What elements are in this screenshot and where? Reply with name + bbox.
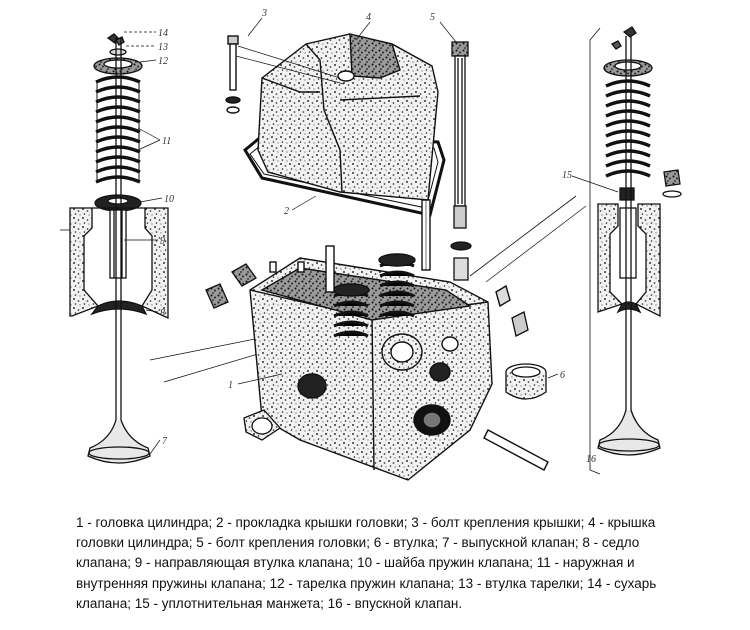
head-bolt	[439, 21, 577, 281]
callout-6: 6	[560, 370, 565, 381]
callout-12: 12	[158, 56, 168, 67]
callout-1: 1	[228, 380, 233, 391]
callout-3: 3	[261, 8, 267, 19]
callout-4: 4	[366, 12, 371, 23]
intake-valve	[597, 36, 661, 456]
callout-15: 15	[562, 170, 572, 181]
callout-10: 10	[164, 194, 174, 205]
right-valve-assembly	[485, 26, 682, 475]
callout-5: 5	[430, 12, 435, 23]
bushing	[505, 363, 559, 400]
callout-13: 13	[158, 42, 168, 53]
callout-16: 16	[586, 454, 596, 465]
cylinder-head	[249, 199, 549, 481]
left-valve-assembly	[60, 31, 306, 464]
exhaust-valve	[87, 38, 151, 464]
callout-labels: 14 13 12 11 10 9 8 7 3 4 5 2 1 6 15 16	[158, 8, 596, 465]
head-valve-springs	[333, 260, 415, 338]
callout-7: 7	[162, 436, 168, 447]
exploded-view-diagram: 14 13 12 11 10 9 8 7 3 4 5 2 1 6 15 16	[60, 8, 682, 481]
parts-legend-caption: 1 - головка цилиндра; 2 - прокладка крыш…	[76, 515, 657, 611]
left-valve-springs	[95, 75, 141, 184]
callout-11: 11	[162, 136, 171, 147]
cylinder-head-cover	[225, 17, 446, 217]
right-valve-springs	[605, 79, 651, 178]
callout-14: 14	[158, 28, 168, 39]
plugs	[205, 263, 529, 441]
cover-bolt	[225, 35, 241, 114]
callout-8: 8	[160, 308, 165, 319]
callout-9: 9	[160, 236, 165, 247]
callout-2: 2	[284, 206, 289, 217]
